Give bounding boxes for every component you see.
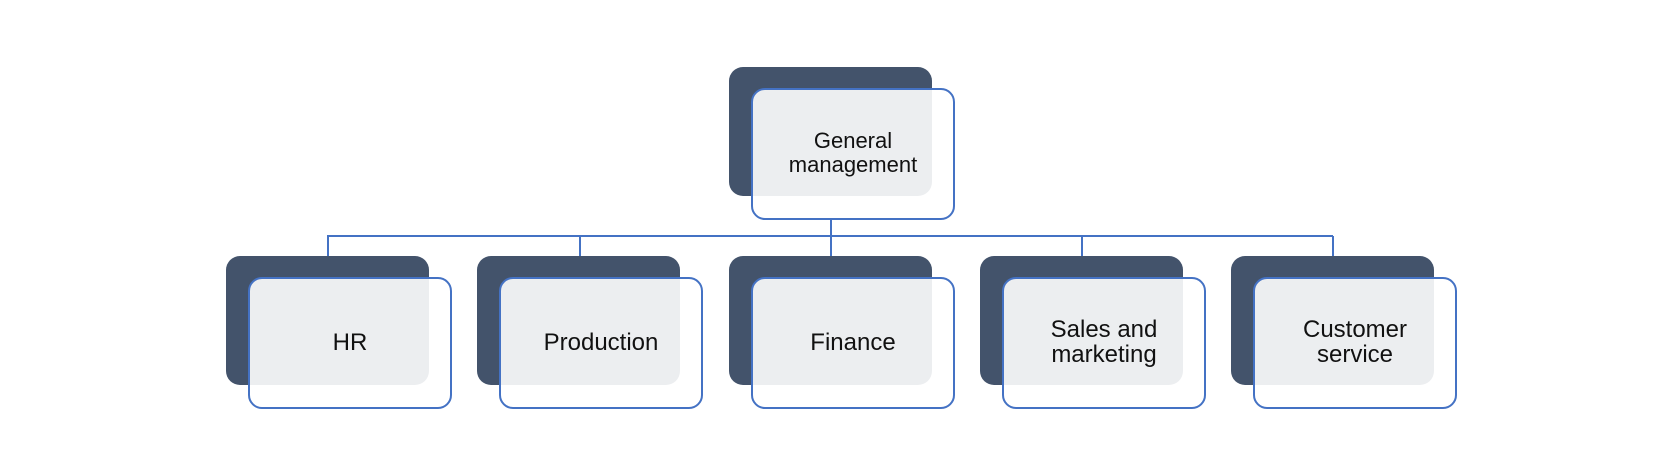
node-sales-and-marketing: Sales and marketing: [980, 256, 1206, 409]
node-card: HR: [248, 277, 452, 409]
node-label: Production: [543, 328, 659, 356]
node-label: Customer service: [1302, 316, 1408, 368]
node-hr: HR: [226, 256, 452, 409]
node-label: General management: [788, 128, 918, 177]
node-production: Production: [477, 256, 703, 409]
node-card: Sales and marketing: [1002, 277, 1206, 409]
node-finance: Finance: [729, 256, 955, 409]
node-card: Customer service: [1253, 277, 1457, 409]
node-card: General management: [751, 88, 955, 220]
node-label: Sales and marketing: [1050, 316, 1158, 368]
node-label: Finance: [810, 328, 896, 356]
node-general-management: General management: [729, 67, 955, 220]
node-customer-service: Customer service: [1231, 256, 1457, 409]
node-card: Production: [499, 277, 703, 409]
node-card: Finance: [751, 277, 955, 409]
node-label: HR: [332, 328, 368, 356]
